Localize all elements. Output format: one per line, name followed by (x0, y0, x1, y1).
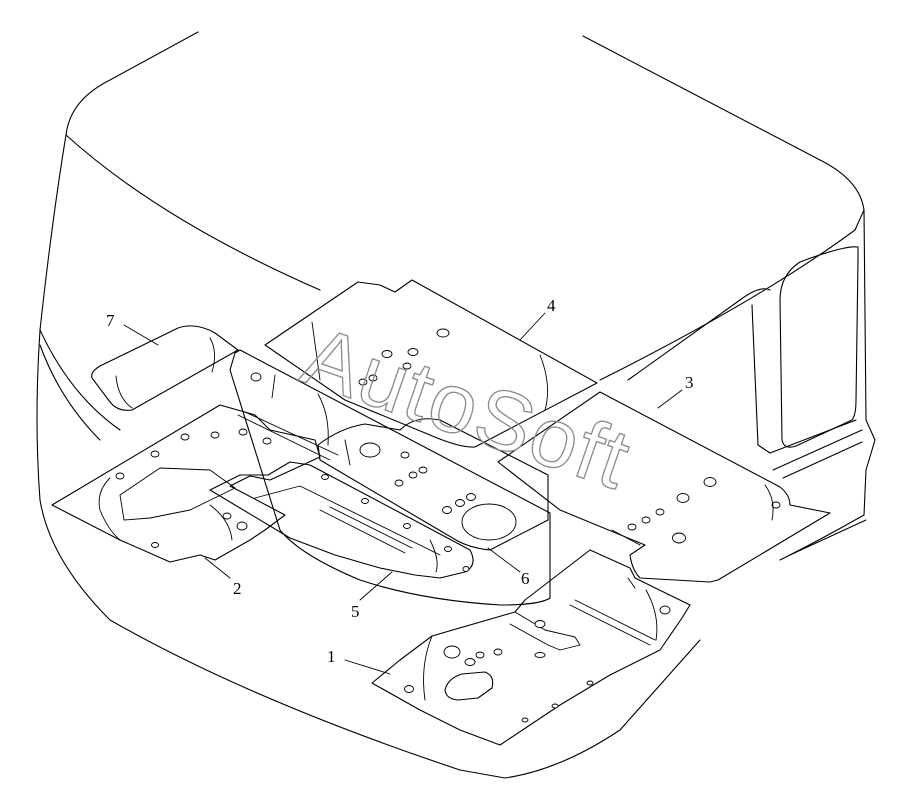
leader-line-3 (657, 389, 683, 409)
callouts: 1 2 3 4 5 6 7 (106, 296, 694, 666)
callout-2: 2 (233, 579, 242, 598)
leader-line-5 (359, 571, 393, 601)
callout-4: 4 (547, 296, 556, 315)
leader-line-6 (487, 547, 521, 573)
part-2-panel (51, 404, 339, 563)
part-3-panel (497, 391, 831, 583)
cab-body-outline (36, 31, 876, 779)
watermark: AutoSoft (292, 308, 642, 507)
part-6-panel (229, 349, 551, 606)
leader-line-2 (204, 557, 231, 579)
part-4-panel (264, 279, 598, 448)
callout-3: 3 (685, 373, 694, 392)
part-7-panel (91, 325, 239, 411)
callout-7: 7 (106, 311, 115, 330)
part-1-panel (371, 549, 691, 746)
callout-6: 6 (521, 569, 530, 588)
leader-line-7 (123, 324, 159, 346)
leader-line-1 (344, 659, 391, 675)
leader-line-4 (519, 312, 546, 341)
callout-5: 5 (351, 602, 360, 621)
callout-1: 1 (327, 647, 336, 666)
part-5-panel (209, 461, 474, 579)
leader-lines (123, 312, 683, 675)
